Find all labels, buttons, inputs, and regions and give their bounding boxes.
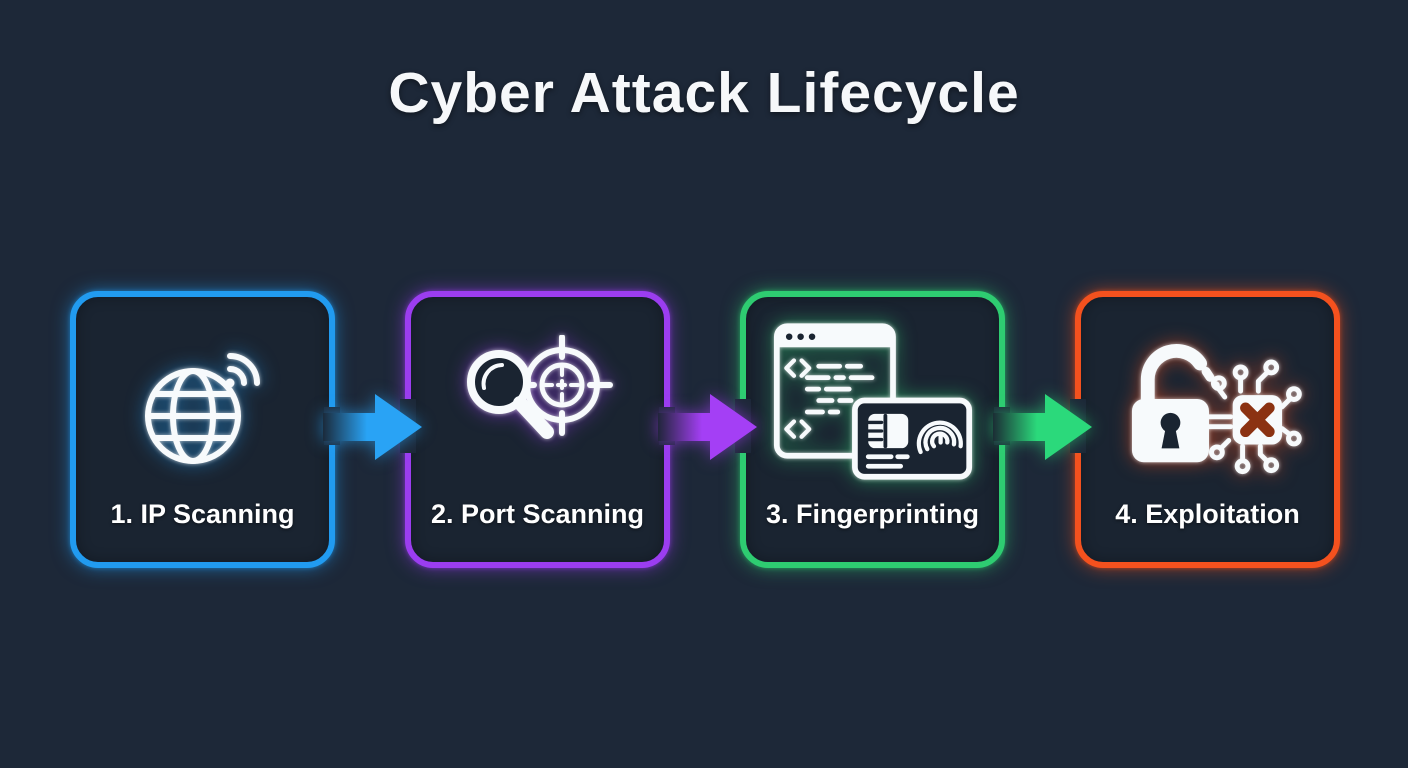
broken-padlock-circuit-chip-icon	[1081, 315, 1334, 487]
code-window-fingerprint-card-icon	[746, 315, 999, 487]
stage-label-ip-scanning: 1. IP Scanning	[110, 499, 295, 529]
magnifier-crosshair-icon	[411, 315, 664, 487]
flow-arrow-1	[323, 394, 422, 460]
flow-arrow-2	[658, 394, 757, 460]
stage-card-ip-scanning: 1. IP Scanning	[70, 291, 335, 568]
page-title: Cyber Attack Lifecycle	[388, 61, 1020, 125]
stage-label-fingerprinting: 3. Fingerprinting	[766, 499, 979, 529]
globe-signal-icon	[76, 315, 329, 487]
flow-arrow-3	[993, 394, 1092, 460]
stage-label-exploitation: 4. Exploitation	[1115, 499, 1300, 529]
stage-card-fingerprinting: 3. Fingerprinting	[740, 291, 1005, 568]
stage-card-port-scanning: 2. Port Scanning	[405, 291, 670, 568]
stage-card-exploitation: 4. Exploitation	[1075, 291, 1340, 568]
stage-label-port-scanning: 2. Port Scanning	[430, 499, 645, 529]
